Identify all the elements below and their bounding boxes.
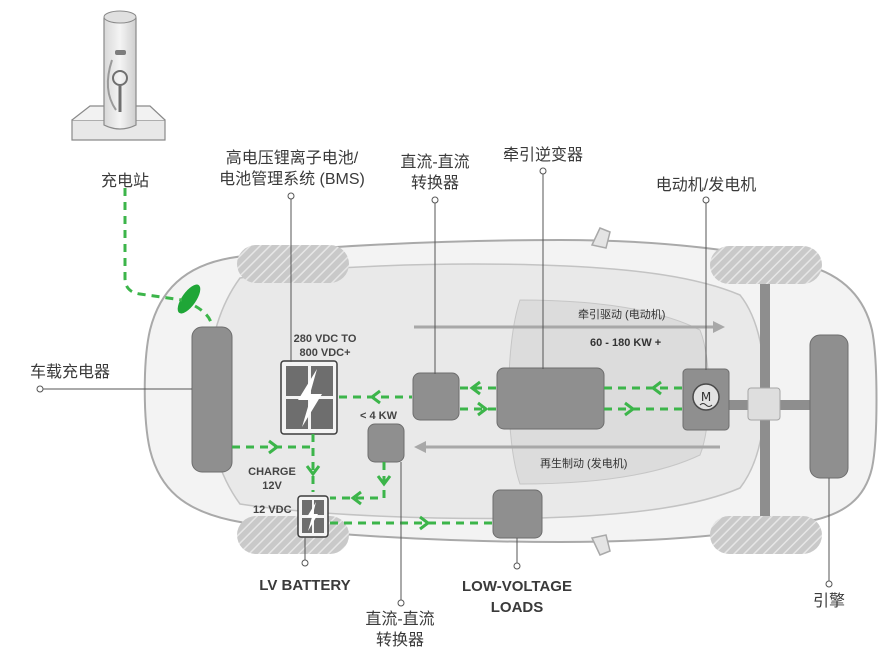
charge-12v-line1: CHARGE — [248, 466, 296, 478]
charge-12v-label: CHARGE 12V — [246, 465, 298, 493]
dcdc-top-label-line1: 直流-直流 — [400, 154, 470, 171]
hv-battery-label-line2: 电池管理系统 (BMS) — [219, 171, 365, 188]
dcdc-bottom-label: 直流-直流 转换器 — [355, 609, 445, 651]
dcdc-top-label-line2: 转换器 — [410, 175, 459, 192]
dcdc-bottom-block — [367, 423, 405, 463]
charging-port — [177, 284, 201, 314]
lv-loads-line1: LOW-VOLTAGE — [462, 578, 572, 595]
energy-flow — [123, 188, 682, 525]
inverter-label: 牵引逆变器 — [502, 147, 583, 164]
components: M — [191, 326, 730, 539]
motor-m-icon: M — [692, 383, 720, 411]
hv-voltage-line2: 800 VDC+ — [299, 347, 351, 359]
traction-power-label: 60 - 180 KW + — [590, 337, 662, 349]
dcdc-bottom-label-line2: 转换器 — [375, 632, 424, 649]
wheel-rear-top — [710, 246, 822, 284]
svg-text:M: M — [701, 390, 711, 404]
lv-battery-icon — [302, 500, 324, 533]
energy-arrows — [414, 321, 725, 453]
lv-voltage-label: 12 VDC — [253, 504, 292, 516]
lv-loads-block — [492, 489, 543, 539]
charging-station — [71, 10, 166, 141]
motor-label: 电动机/发电机 — [655, 177, 757, 194]
leader-lines — [36, 167, 833, 607]
dcdc-bottom-label-line1: 直流-直流 — [365, 611, 435, 628]
inverter-block — [496, 367, 605, 430]
regen-braking-label: 再生制动 (发电机) — [540, 458, 628, 470]
dcdc-top-block — [412, 372, 460, 421]
engine-block — [809, 334, 849, 479]
lv-loads-label: LOW-VOLTAGE LOADS — [452, 576, 582, 618]
hv-voltage-line1: 280 VDC TO — [293, 333, 357, 345]
traction-drive-label: 牵引驱动 (电动机) — [578, 309, 666, 321]
dcdc-top-label: 直流-直流 转换器 — [390, 152, 480, 194]
flow-chevrons — [268, 380, 662, 531]
hv-battery-label: 高电压锂离子电池/ 电池管理系统 (BMS) — [212, 148, 372, 190]
onboard-charger-label: 车载充电器 — [30, 364, 111, 381]
wheel-rear-bottom — [710, 516, 822, 554]
battery-icon — [286, 366, 333, 429]
dcdc-power-label: < 4 KW — [360, 410, 397, 422]
rear-axle — [700, 284, 849, 516]
engine-label: 引擎 — [812, 593, 845, 610]
onboard-charger-block — [191, 326, 233, 473]
lv-battery-label: LV BATTERY — [259, 577, 351, 594]
hv-voltage-label: 280 VDC TO 800 VDC+ — [285, 332, 365, 360]
charging-station-label: 充电站 — [100, 173, 149, 190]
charge-12v-line2: 12V — [262, 480, 282, 492]
wheel-front-top — [237, 245, 349, 283]
hv-battery-label-line1: 高电压锂离子电池/ — [225, 150, 359, 167]
lv-loads-line2: LOADS — [490, 599, 544, 616]
